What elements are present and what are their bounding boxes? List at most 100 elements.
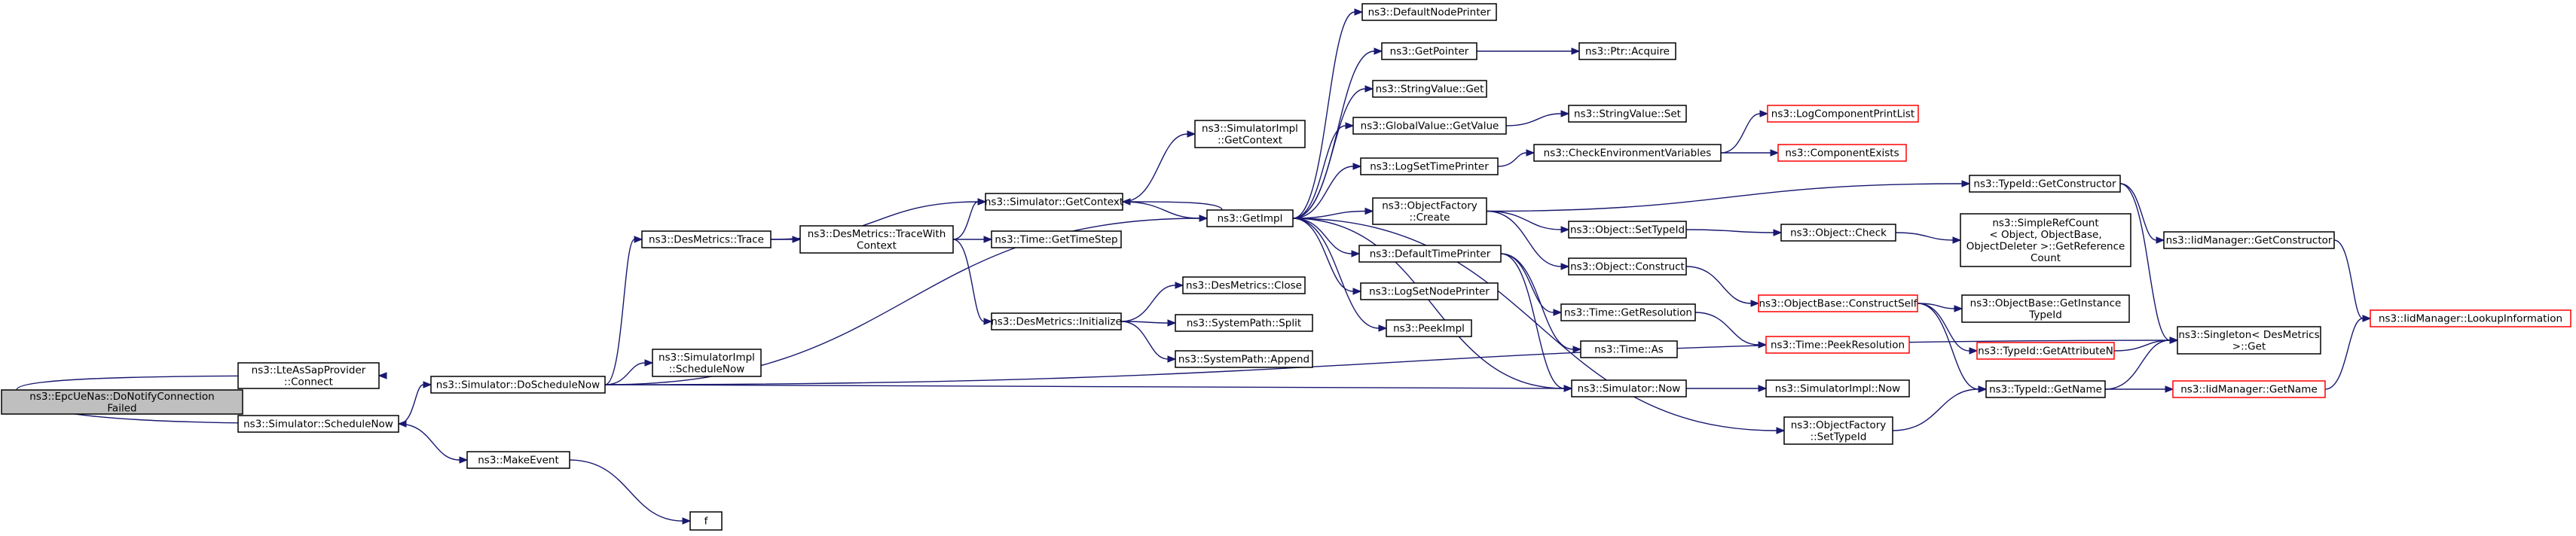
node-box <box>1175 350 1313 368</box>
node-box <box>1568 105 1687 123</box>
arrowhead <box>1759 110 1769 117</box>
node-label: ns3::DefaultTimePrinter <box>1370 248 1491 260</box>
node-n20[interactable]: ns3::GlobalValue::GetValue <box>1352 117 1507 135</box>
node-label: ns3::Time::PeekResolution <box>1771 340 1905 352</box>
node-n27[interactable]: ns3::StringValue::Set <box>1568 105 1687 123</box>
arrowhead <box>2156 236 2165 244</box>
node-box <box>1386 319 1472 337</box>
node-n3[interactable]: ns3::Simulator::DoScheduleNow <box>430 376 606 394</box>
node-n12[interactable]: ns3::SimulatorImpl::GetContext <box>1194 120 1306 148</box>
node-n44[interactable]: ns3::TypeId::GetAttributeN <box>1976 342 2115 360</box>
arrowhead <box>1187 130 1196 138</box>
arrowhead <box>2362 315 2372 322</box>
node-n15[interactable]: ns3::SystemPath::Append <box>1175 350 1313 368</box>
node-n45[interactable]: ns3::TypeId::GetName <box>1985 380 2106 398</box>
node-n25[interactable]: ns3::PeekImpl <box>1386 319 1472 337</box>
node-box <box>1780 224 1896 242</box>
node-label: ns3::LogComponentPrintList <box>1771 108 1914 120</box>
node-n17[interactable]: ns3::DefaultNodePrinter <box>1361 3 1497 21</box>
node-n34[interactable]: ns3::Time::As <box>1580 340 1678 358</box>
arrowhead <box>1364 207 1374 215</box>
node-box <box>2370 309 2571 327</box>
edge-n36-n45 <box>1892 385 1988 431</box>
node-n32[interactable]: ns3::Object::Construct <box>1568 257 1687 276</box>
node-n1[interactable]: ns3::LteAsSapProvider::Connect <box>237 362 380 389</box>
node-n35[interactable]: ns3::Simulator::Now <box>1571 379 1687 397</box>
node-n18[interactable]: ns3::GetPointer <box>1381 42 1477 60</box>
node-n9[interactable]: ns3::Simulator::GetContext <box>985 193 1123 211</box>
edge-n3-n35 <box>604 384 1573 392</box>
edge-n23-n34 <box>1500 253 1582 353</box>
node-label: ns3::CheckEnvironmentVariables <box>1544 148 1712 160</box>
node-n10[interactable]: ns3::Time::GetTimeStep <box>991 230 1122 248</box>
node-n2[interactable]: ns3::Simulator::ScheduleNow <box>237 415 399 433</box>
node-n22[interactable]: ns3::ObjectFactory::Create <box>1372 197 1487 225</box>
node-label: ns3::GetImpl <box>1218 213 1283 225</box>
node-n11[interactable]: ns3::DesMetrics::Initialize <box>991 312 1122 330</box>
node-n30[interactable]: ns3::ComponentExists <box>1777 144 1907 162</box>
node-n49[interactable]: ns3::IidManager::LookupInformation <box>2370 309 2571 327</box>
node-label: ns3::IidManager::GetName <box>2180 384 2318 396</box>
arrowhead <box>1354 8 1364 16</box>
node-n31[interactable]: ns3::Object::SetTypeId <box>1568 221 1687 239</box>
node-n47[interactable]: ns3::Singleton< DesMetrics>::Get <box>2177 326 2321 355</box>
node-n40[interactable]: ns3::Time::PeekResolution <box>1765 336 1910 354</box>
node-n39[interactable]: ns3::ObjectBase::ConstructSelf <box>1758 294 1918 312</box>
arrowhead <box>1750 300 1760 307</box>
node-n14[interactable]: ns3::SystemPath::Split <box>1175 314 1313 332</box>
edge-n16-n23 <box>1292 218 1361 257</box>
node-n29[interactable]: ns3::LogComponentPrintList <box>1767 105 1919 123</box>
edge-n31-n38 <box>1685 229 1783 236</box>
node-n33[interactable]: ns3::Time::GetResolution <box>1560 303 1696 321</box>
arrowhead <box>792 236 802 243</box>
node-n13[interactable]: ns3::DesMetrics::Close <box>1182 276 1306 294</box>
node-n24[interactable]: ns3::LogSetNodePrinter <box>1360 282 1499 300</box>
edge-n9-n16 <box>1122 201 1209 222</box>
node-box <box>1765 336 1910 354</box>
arrowhead <box>1952 236 1962 244</box>
node-n5[interactable]: f <box>689 511 723 531</box>
arrowhead <box>634 236 643 243</box>
edge-n16-n17 <box>1292 8 1364 219</box>
arrowhead <box>1345 122 1355 129</box>
node-n28[interactable]: ns3::CheckEnvironmentVariables <box>1533 144 1722 162</box>
node-n16[interactable]: ns3::GetImpl <box>1206 209 1294 227</box>
arrowhead <box>1553 309 1563 316</box>
node-n6[interactable]: ns3::DesMetrics::Trace <box>641 230 772 248</box>
node-label: ns3::DefaultNodePrinter <box>1368 7 1491 19</box>
node-n26[interactable]: ns3::Ptr::Acquire <box>1578 42 1676 60</box>
node-n4[interactable]: ns3::MakeEvent <box>466 451 570 469</box>
node-box <box>237 362 380 389</box>
node-box <box>1765 379 1910 397</box>
node-n41[interactable]: ns3::SimulatorImpl::Now <box>1765 379 1910 397</box>
node-n42[interactable]: ns3::SimpleRefCount< Object, ObjectBase,… <box>1960 213 2131 267</box>
node-label: ns3::LogSetNodePrinter <box>1369 286 1490 298</box>
node-n19[interactable]: ns3::StringValue::Get <box>1372 80 1487 98</box>
arrowhead <box>1770 149 1780 157</box>
node-n7[interactable]: ns3::SimulatorImpl::ScheduleNow <box>652 349 762 377</box>
node-box <box>430 376 606 394</box>
node-n21[interactable]: ns3::LogSetTimePrinter <box>1360 157 1499 175</box>
node-label: ns3::TypeId::GetAttributeN <box>1978 346 2113 358</box>
node-label: ns3::Simulator::Now <box>1578 383 1681 395</box>
edge-n11-n15 <box>1120 321 1177 363</box>
node-n46[interactable]: ns3::IidManager::GetConstructor <box>2163 231 2335 249</box>
edge-n45-n47 <box>2104 337 2179 390</box>
edge-n16-n25 <box>1292 218 1388 332</box>
node-label: ns3::GlobalValue::GetValue <box>1361 120 1499 132</box>
node-n37[interactable]: ns3::TypeId::GetConstructor <box>1969 175 2121 193</box>
node-n23[interactable]: ns3::DefaultTimePrinter <box>1358 245 1502 263</box>
node-label: ns3::SimulatorImpl <box>659 352 755 364</box>
arrowhead <box>377 372 387 379</box>
node-n36[interactable]: ns3::ObjectFactory::SetTypeId <box>1783 416 1893 445</box>
node-n48[interactable]: ns3::IidManager::GetName <box>2172 380 2326 398</box>
node-n38[interactable]: ns3::Object::Check <box>1780 224 1896 242</box>
node-box <box>237 415 399 433</box>
node-label: ns3::MakeEvent <box>478 455 559 467</box>
node-box <box>1360 157 1499 175</box>
node-label: < Object, ObjectBase, <box>1989 229 2101 241</box>
